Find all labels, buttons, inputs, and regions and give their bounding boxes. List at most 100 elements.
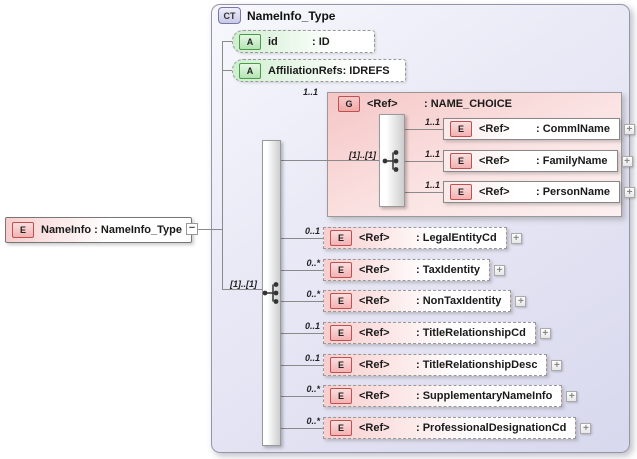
expand-toggle[interactable]: + xyxy=(493,264,505,276)
element-icon: E xyxy=(330,420,352,436)
element-row-titlerelationshipdesc: E <Ref> : TitleRelationshipDesc + xyxy=(323,354,563,376)
attribute-icon: A xyxy=(239,62,261,79)
expand-toggle[interactable]: + xyxy=(566,390,578,402)
cardinality-label: [1]..[1] xyxy=(349,150,376,160)
cardinality-label: 1..1 xyxy=(302,87,318,97)
connector-line xyxy=(281,365,324,366)
element-icon: E xyxy=(450,184,472,200)
element-row-personname: E <Ref> : PersonName + xyxy=(443,181,635,203)
connector-line xyxy=(404,129,444,130)
expand-toggle[interactable]: + xyxy=(551,359,563,371)
expand-toggle[interactable]: + xyxy=(621,155,633,167)
collapse-toggle[interactable]: − xyxy=(186,223,198,235)
element-nontaxidentity[interactable]: E <Ref> : NonTaxIdentity xyxy=(323,290,512,312)
connector-line xyxy=(222,70,233,71)
element-row-familyname: E <Ref> : FamilyName + xyxy=(443,150,633,172)
root-element[interactable]: E NameInfo : NameInfo_Type xyxy=(5,217,192,243)
element-commlname[interactable]: E <Ref> : CommlName xyxy=(443,118,620,140)
choice-compositor-icon xyxy=(382,150,399,172)
connector-line xyxy=(183,229,222,230)
attribute-name: id xyxy=(268,35,278,48)
cardinality-label: [1]..[1] xyxy=(230,279,257,289)
group-icon: G xyxy=(338,96,360,112)
element-ref: <Ref> xyxy=(359,327,390,339)
cardinality-label: 0..1 xyxy=(304,353,320,363)
cardinality-label: 0..* xyxy=(306,258,320,268)
cardinality-label: 0..* xyxy=(306,416,320,426)
attribute-affiliationrefs[interactable]: A AffiliationRefs : IDREFS xyxy=(232,59,406,82)
element-type: : NonTaxIdentity xyxy=(416,295,502,307)
connector-line xyxy=(404,192,444,193)
connector-line xyxy=(222,289,263,290)
sequence-compositor-icon xyxy=(262,282,279,304)
complex-type-header: CT NameInfo_Type xyxy=(218,7,335,24)
group-header: G <Ref> : NAME_CHOICE xyxy=(338,96,512,112)
connector-line xyxy=(281,333,324,334)
element-type: : CommlName xyxy=(536,123,610,135)
element-ref: <Ref> xyxy=(359,422,390,434)
element-ref: <Ref> xyxy=(359,295,390,307)
element-icon: E xyxy=(330,357,352,373)
cardinality-label: 1..1 xyxy=(424,180,440,190)
element-type: : TitleRelationshipCd xyxy=(416,327,526,339)
element-taxidentity[interactable]: E <Ref> : TaxIdentity xyxy=(323,259,490,281)
element-type: : FamilyName xyxy=(536,155,608,167)
root-element-label: NameInfo : NameInfo_Type xyxy=(41,224,182,236)
connector-line xyxy=(281,270,324,271)
attribute-name: AffiliationRefs xyxy=(268,64,343,77)
expand-toggle[interactable]: + xyxy=(510,232,522,244)
attribute-icon: A xyxy=(239,33,261,50)
element-type: : LegalEntityCd xyxy=(416,232,497,244)
element-ref: <Ref> xyxy=(479,186,510,198)
cardinality-label: 1..1 xyxy=(424,149,440,159)
expand-toggle[interactable]: + xyxy=(515,295,527,307)
element-row-taxidentity: E <Ref> : TaxIdentity + xyxy=(323,259,505,281)
element-supplementarynameinfo[interactable]: E <Ref> : SupplementaryNameInfo xyxy=(323,385,563,407)
element-ref: <Ref> xyxy=(359,264,390,276)
element-icon: E xyxy=(330,230,352,246)
expand-toggle[interactable]: + xyxy=(623,186,635,198)
element-icon: E xyxy=(330,388,352,404)
element-personname[interactable]: E <Ref> : PersonName xyxy=(443,181,620,203)
connector-line xyxy=(281,396,324,397)
element-type: : SupplementaryNameInfo xyxy=(416,390,553,402)
connector-line xyxy=(222,41,223,290)
element-familyname[interactable]: E <Ref> : FamilyName xyxy=(443,150,618,172)
expand-toggle[interactable]: + xyxy=(539,327,551,339)
element-icon: E xyxy=(330,293,352,309)
attribute-type: : IDREFS xyxy=(342,64,390,77)
element-row-commlname: E <Ref> : CommlName + xyxy=(443,118,635,140)
element-row-legalentitycd: E <Ref> : LegalEntityCd + xyxy=(323,227,522,249)
connector-line xyxy=(281,428,324,429)
attribute-row-affiliationrefs: A AffiliationRefs : IDREFS xyxy=(232,59,406,82)
element-row-supplementarynameinfo: E <Ref> : SupplementaryNameInfo + xyxy=(323,385,578,407)
element-professionaldesignationcd[interactable]: E <Ref> : ProfessionalDesignationCd xyxy=(323,417,577,439)
element-row-nontaxidentity: E <Ref> : NonTaxIdentity + xyxy=(323,290,527,312)
element-ref: <Ref> xyxy=(479,123,510,135)
attribute-id[interactable]: A id : ID xyxy=(232,30,375,53)
element-ref: <Ref> xyxy=(359,359,390,371)
element-icon: E xyxy=(330,325,352,341)
element-ref: <Ref> xyxy=(359,390,390,402)
element-legalentitycd[interactable]: E <Ref> : LegalEntityCd xyxy=(323,227,507,249)
element-type: : TitleRelationshipDesc xyxy=(416,359,538,371)
element-ref: <Ref> xyxy=(359,232,390,244)
connector-line xyxy=(222,41,233,42)
connector-line xyxy=(281,160,380,161)
expand-toggle[interactable]: + xyxy=(580,422,592,434)
element-icon: E xyxy=(450,153,472,169)
cardinality-label: 0..1 xyxy=(304,226,320,236)
expand-toggle[interactable]: + xyxy=(623,123,635,135)
element-titlerelationshipdesc[interactable]: E <Ref> : TitleRelationshipDesc xyxy=(323,354,548,376)
cardinality-label: 0..1 xyxy=(304,321,320,331)
attribute-type: : ID xyxy=(312,35,330,48)
element-titlerelationshipcd[interactable]: E <Ref> : TitleRelationshipCd xyxy=(323,322,536,344)
element-row-professionaldesignationcd: E <Ref> : ProfessionalDesignationCd + xyxy=(323,417,592,439)
complex-type-icon: CT xyxy=(218,7,241,24)
element-row-titlerelationshipcd: E <Ref> : TitleRelationshipCd + xyxy=(323,322,551,344)
cardinality-label: 0..* xyxy=(306,384,320,394)
connector-line xyxy=(281,301,324,302)
root-element-row: E NameInfo : NameInfo_Type xyxy=(5,217,192,243)
complex-type-title: NameInfo_Type xyxy=(247,8,336,23)
